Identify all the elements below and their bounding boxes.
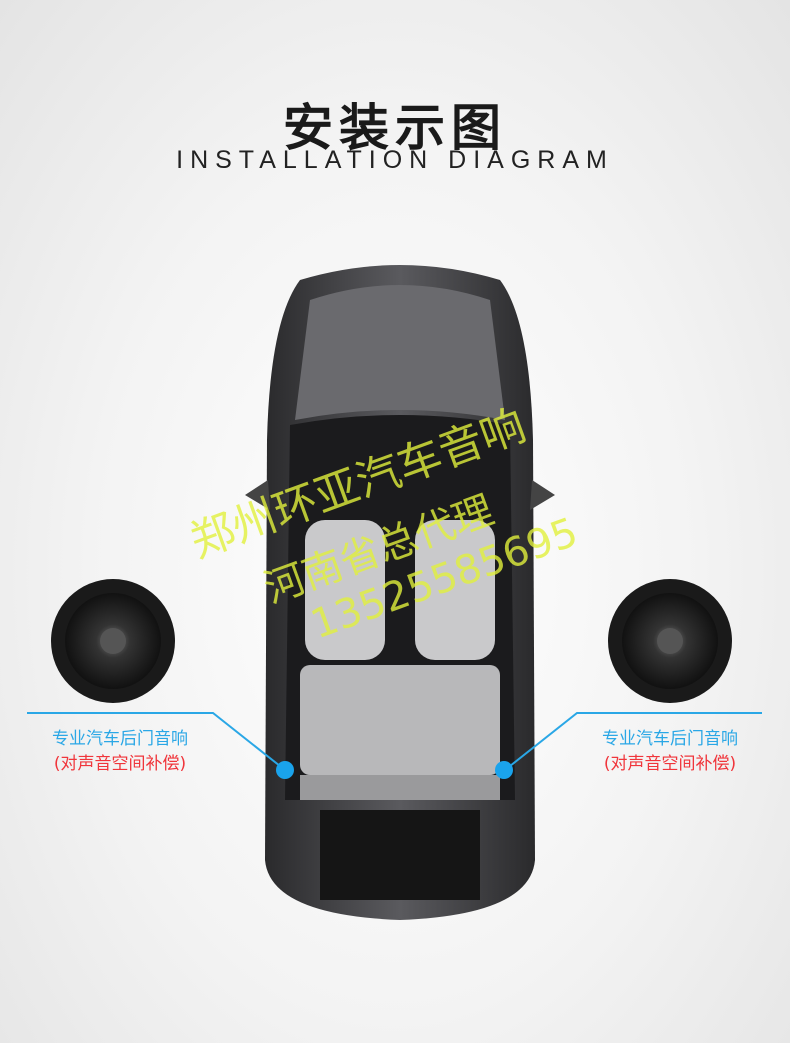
callout-right: 专业汽车后门音响 (对声音空间补偿) [580, 724, 760, 774]
callout-left-note: (对声音空间补偿) [53, 754, 187, 774]
callout-line-right [504, 712, 762, 771]
callout-dot-left [276, 761, 294, 779]
callout-right-note: (对声音空间补偿) [603, 754, 737, 774]
callout-left-title: 专业汽车后门音响 [52, 729, 188, 749]
callout-right-title: 专业汽车后门音响 [602, 729, 738, 749]
callout-left: 专业汽车后门音响 (对声音空间补偿) [30, 724, 210, 774]
page-title: 安装示图 [283, 99, 507, 157]
speaker-right [608, 579, 732, 703]
page-subtitle: INSTALLATION DIAGRAM [176, 146, 614, 174]
callout-dot-right [495, 761, 513, 779]
car-top-view [245, 265, 555, 920]
callout-line-left [27, 712, 286, 771]
speaker-left [51, 579, 175, 703]
